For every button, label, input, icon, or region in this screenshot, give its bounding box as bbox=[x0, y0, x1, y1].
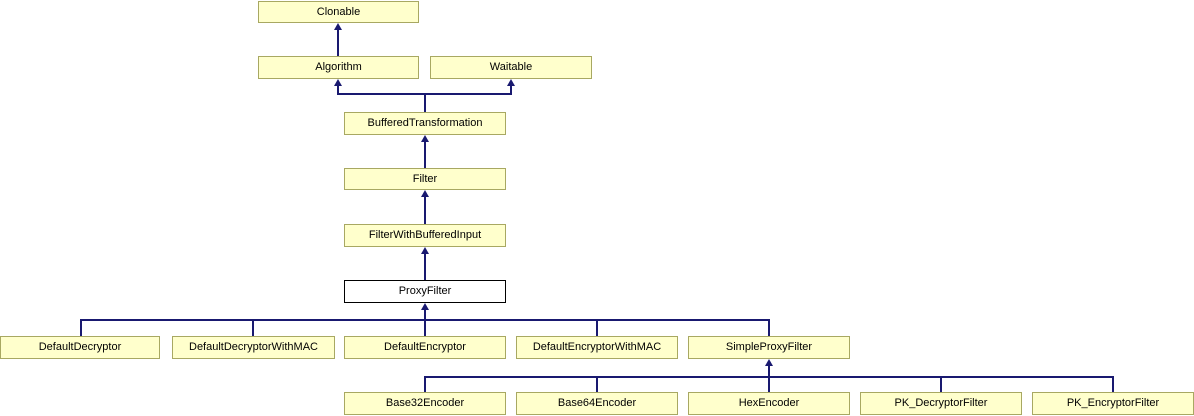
node-waitable[interactable]: Waitable bbox=[430, 56, 592, 79]
node-pk-encryptor-filter[interactable]: PK_EncryptorFilter bbox=[1032, 392, 1194, 415]
node-algorithm[interactable]: Algorithm bbox=[258, 56, 419, 79]
node-filter-with-buffered-input[interactable]: FilterWithBufferedInput bbox=[344, 224, 506, 247]
node-default-encryptor-with-mac[interactable]: DefaultEncryptorWithMAC bbox=[516, 336, 678, 359]
node-default-decryptor-with-mac[interactable]: DefaultDecryptorWithMAC bbox=[172, 336, 335, 359]
edge-fwbi-filter bbox=[424, 193, 426, 224]
arrowhead-up-icon bbox=[334, 79, 342, 86]
edge-drop-pkdecryptorfilter bbox=[940, 376, 942, 392]
edge-bt-stem bbox=[424, 93, 426, 112]
node-buffered-transformation[interactable]: BufferedTransformation bbox=[344, 112, 506, 135]
node-proxy-filter[interactable]: ProxyFilter bbox=[344, 280, 506, 303]
node-filter[interactable]: Filter bbox=[344, 168, 506, 190]
edge-drop-defaultdecryptorwithmac bbox=[252, 319, 254, 336]
node-default-decryptor[interactable]: DefaultDecryptor bbox=[0, 336, 160, 359]
edge-bt-waitable bbox=[510, 82, 512, 94]
edge-drop-defaultdecryptor bbox=[80, 319, 82, 336]
edge-children-proxyfilter-stem bbox=[424, 306, 426, 336]
edge-drop-defaultencryptorwithmac bbox=[596, 319, 598, 336]
arrowhead-up-icon bbox=[765, 359, 773, 366]
arrowhead-up-icon bbox=[421, 135, 429, 142]
edge-simpleproxyfilter-children-join bbox=[424, 376, 1114, 378]
arrowhead-up-icon bbox=[334, 23, 342, 30]
edge-proxyfilter-fwbi bbox=[424, 250, 426, 280]
arrowhead-up-icon bbox=[421, 190, 429, 197]
edge-bt-algorithm bbox=[337, 82, 339, 94]
edge-filter-bt bbox=[424, 138, 426, 168]
node-base64-encoder[interactable]: Base64Encoder bbox=[516, 392, 678, 415]
arrowhead-up-icon bbox=[421, 303, 429, 310]
node-hex-encoder[interactable]: HexEncoder bbox=[688, 392, 850, 415]
edge-drop-base32encoder bbox=[424, 376, 426, 392]
edge-drop-simpleproxyfilter bbox=[768, 319, 770, 336]
node-pk-decryptor-filter[interactable]: PK_DecryptorFilter bbox=[860, 392, 1022, 415]
node-default-encryptor[interactable]: DefaultEncryptor bbox=[344, 336, 506, 359]
edge-drop-pkencryptorfilter bbox=[1112, 376, 1114, 392]
node-base32-encoder[interactable]: Base32Encoder bbox=[344, 392, 506, 415]
edge-proxyfilter-children-join bbox=[80, 319, 770, 321]
node-simple-proxy-filter[interactable]: SimpleProxyFilter bbox=[688, 336, 850, 359]
node-clonable[interactable]: Clonable bbox=[258, 1, 419, 23]
arrowhead-up-icon bbox=[421, 247, 429, 254]
edge-drop-base64encoder bbox=[596, 376, 598, 392]
arrowhead-up-icon bbox=[507, 79, 515, 86]
edge-algorithm-clonable bbox=[337, 26, 339, 56]
